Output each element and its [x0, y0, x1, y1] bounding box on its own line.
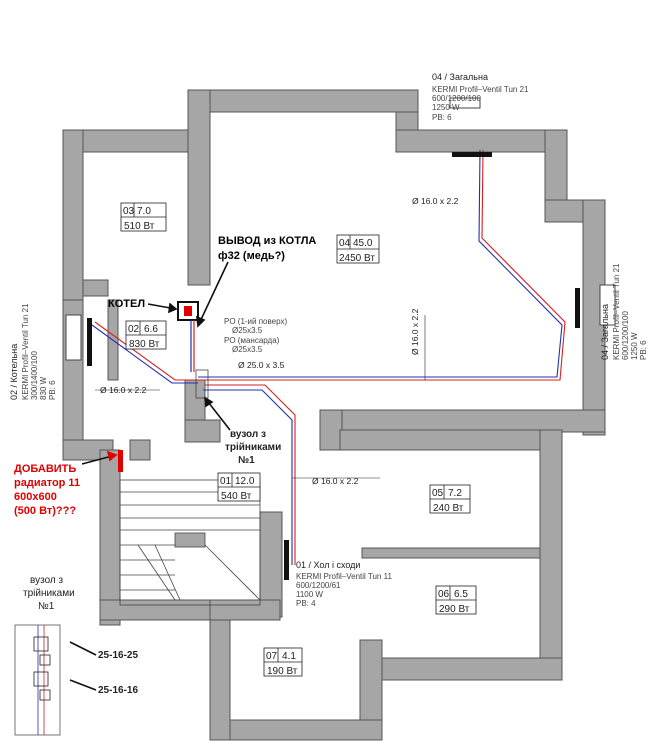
room-06-area: 6.5 [454, 589, 468, 600]
arrows [69, 261, 231, 691]
pipe-label-vertical: Ø 16.0 x 2.2 [410, 308, 420, 355]
rad-top-power: 1250 W [432, 103, 460, 112]
rad-hall-pb: PB: 4 [296, 599, 316, 608]
room-01-area: 12.0 [235, 476, 255, 487]
room-07-num: 07 [266, 651, 278, 662]
room-04-area: 45.0 [353, 238, 373, 249]
rad-top-model: KERMI Profil–Ventil Tun 21 [432, 85, 529, 94]
rad-right-model: KERMI Profil–Ventil Tun 21 [612, 263, 621, 360]
room-06-num: 06 [438, 589, 450, 600]
room-03-area: 7.0 [137, 206, 151, 217]
pipe-label-left: Ø 16.0 x 2.2 [100, 385, 147, 395]
added-radiator-marker [118, 450, 123, 472]
rad-left-model: KERMI Profil–Ventil Tun 21 [21, 303, 30, 400]
rad-hall-model: KERMI Profil–Ventil Tun 11 [296, 572, 392, 581]
po-attic-dim: Ø25x3.5 [232, 345, 263, 354]
staircase [119, 479, 261, 606]
pipe-label-main: Ø 25.0 x 3.5 [238, 360, 285, 370]
room-05-area: 7.2 [448, 488, 462, 499]
room-05-num: 05 [432, 488, 444, 499]
pipes-return [91, 149, 563, 565]
boiler-label: КОТЕЛ [108, 298, 145, 310]
rad-top-pb: PB: 6 [432, 113, 452, 122]
tee-node [195, 369, 209, 399]
tee-node-label-2: трійниками [225, 442, 281, 453]
rad-right-size: 600/1200/100 [621, 311, 630, 360]
walls [62, 89, 606, 741]
po-first-floor-label: PO (1-ий поверх) [224, 317, 287, 326]
rad-left-pb: PB: 6 [48, 380, 57, 400]
room-02-power: 830 Вт [129, 339, 160, 350]
rad-top-size: 600/1200/100 [432, 94, 481, 103]
add-radiator-line-1: ДОБАВИТЬ [14, 463, 76, 475]
po-attic-label: PO (мансарда) [224, 336, 280, 345]
windows [65, 97, 616, 361]
rad-hall-power: 1100 W [296, 590, 323, 599]
room-boxes [120, 202, 477, 677]
room-03-num: 03 [123, 206, 135, 217]
radiators [87, 152, 580, 580]
legend-tee-drawing [14, 624, 61, 736]
room-02-area: 6.6 [144, 324, 158, 335]
po-first-floor-dim: Ø25x3.5 [232, 326, 263, 335]
rad-right-pb: PB: 6 [639, 340, 648, 360]
tee-spec-1: 25-16-25 [98, 650, 138, 661]
add-radiator-line-3: 600x600 [14, 491, 57, 503]
pipe-label-hall: Ø 16.0 x 2.2 [312, 476, 359, 486]
rad-right-power: 1250 W [630, 332, 639, 360]
room-01-power: 540 Вт [221, 491, 252, 502]
room-02-num: 02 [128, 324, 140, 335]
rad-hall-size: 600/1200/61 [296, 581, 341, 590]
rad-hall-title: 01 / Хол і сходи [296, 560, 360, 570]
room-03-power: 510 Вт [124, 221, 155, 232]
pipe-label-top: Ø 16.0 x 2.2 [412, 196, 459, 206]
legend-title-1: вузол з [30, 575, 64, 586]
room-06-power: 290 Вт [439, 604, 470, 615]
rad-top-title: 04 / Загальна [432, 72, 488, 82]
room-04-power: 2450 Вт [339, 253, 375, 264]
rad-left-power: 830 W [39, 376, 48, 400]
legend-title-3: №1 [38, 601, 55, 612]
rad-left-title: 02 / Котельна [9, 344, 19, 400]
room-07-area: 4.1 [282, 651, 296, 662]
pipes-supply [94, 149, 566, 565]
tee-spec-2: 25-16-16 [98, 685, 138, 696]
boiler-outlet-label: ВЫВОД из КОТЛА [218, 235, 316, 247]
tee-node-label-1: вузол з [230, 429, 266, 440]
room-07-power: 190 Вт [267, 666, 298, 677]
boiler-outlet-pipe: ф32 (медь?) [218, 250, 285, 262]
tee-node-label-3: №1 [238, 455, 255, 466]
rad-right-title: 04 / Загальна [600, 304, 610, 360]
boiler [177, 301, 199, 321]
add-radiator-line-4: (500 Вт)??? [14, 505, 76, 517]
room-05-power: 240 Вт [433, 503, 464, 514]
rad-left-size: 300/1400/100 [30, 351, 39, 400]
room-01-num: 01 [220, 476, 232, 487]
add-radiator-line-2: радиатор 11 [14, 477, 80, 489]
room-04-num: 04 [339, 238, 351, 249]
legend-title-2: трійниками [23, 588, 75, 599]
